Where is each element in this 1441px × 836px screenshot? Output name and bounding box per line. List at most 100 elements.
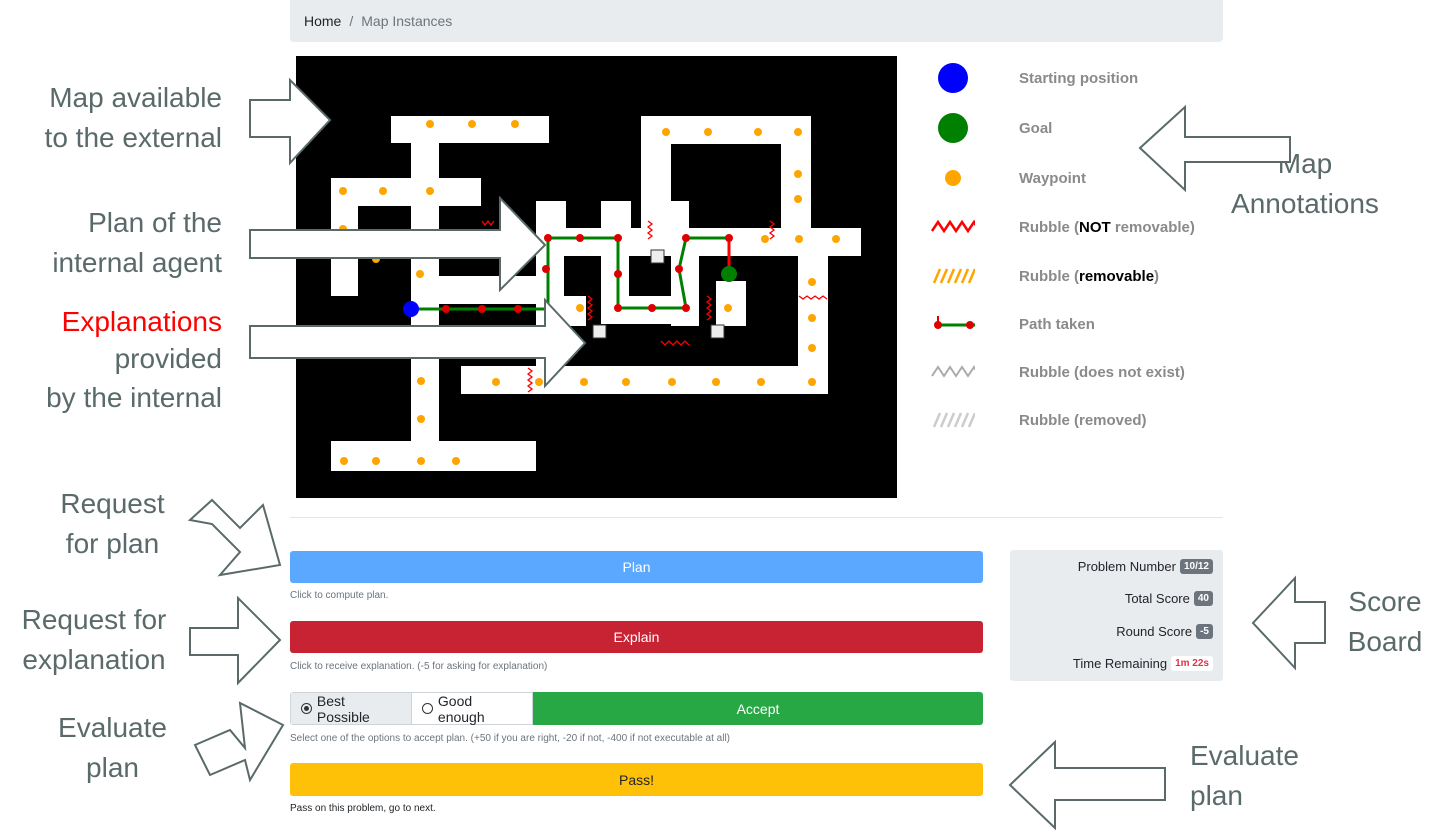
start-icon — [930, 58, 975, 98]
legend-waypoint-label: Waypoint — [1019, 169, 1086, 187]
rubble-not-removable-icon — [930, 207, 975, 247]
annotation-score-board: Score Board — [1330, 582, 1440, 662]
score-problem-badge: 10/12 — [1179, 559, 1213, 574]
annotation-request-plan-line1: Request — [60, 488, 165, 519]
plan-quality-radio-group: Best Possible Good enough — [290, 692, 533, 725]
map-explanation-icons — [592, 249, 725, 339]
explain-button[interactable]: Explain — [290, 621, 983, 653]
score-round-label: Round Score — [1116, 624, 1193, 639]
annotation-plan-internal-line1: Plan of the — [88, 207, 222, 238]
score-total-badge: 40 — [1193, 591, 1213, 606]
annotation-explanations-line1: Explanations — [61, 306, 222, 337]
legend-starting-label: Starting position — [1019, 69, 1139, 87]
annotation-map-external-line2: to the external — [44, 122, 222, 153]
breadcrumb-home-link[interactable]: Home — [304, 13, 342, 29]
annotation-score-board-line2: Board — [1347, 626, 1423, 657]
legend-rubble-not-removable-label: Rubble (NOT removable) — [1019, 219, 1195, 236]
score-round-row: Round Score -5 — [1116, 624, 1213, 639]
path-icon — [930, 304, 975, 344]
legend-rubble-not-bold: NOT — [1079, 218, 1111, 236]
option-good-enough-label: Good enough — [437, 692, 485, 725]
breadcrumb-separator: / — [349, 13, 354, 29]
annotation-request-explanation: Request for explanation — [5, 600, 183, 680]
arrow-evaluate-left — [193, 701, 285, 783]
annotation-evaluate-right-line1: Evaluate — [1190, 740, 1299, 771]
legend-rubble-none: Rubble (does not exist) — [930, 352, 1185, 392]
annotation-map-annotations-line1: Map — [1277, 148, 1333, 179]
radio-best-possible[interactable] — [301, 703, 312, 714]
annotation-plan-internal-line2: internal agent — [52, 247, 222, 278]
map-start-marker — [403, 301, 419, 317]
annotation-explanations-line2: provided — [114, 343, 222, 374]
option-best-possible-label: Best Possible — [316, 692, 370, 725]
legend-rubble-rem-pre: Rubble ( — [1019, 267, 1079, 285]
accept-help-text: Select one of the options to accept plan… — [290, 733, 730, 744]
score-time-label: Time Remaining — [1072, 656, 1168, 671]
score-board: Problem Number 10/12 Total Score 40 Roun… — [1010, 550, 1223, 681]
legend-starting: Starting position — [930, 58, 1138, 98]
plan-button[interactable]: Plan — [290, 551, 983, 583]
annotation-evaluate-left: Evaluate plan — [30, 708, 195, 788]
waypoint-icon — [930, 158, 975, 198]
legend-rubble-rem-bold: removable — [1079, 267, 1155, 285]
score-problem-row: Problem Number 10/12 — [1078, 559, 1213, 574]
score-problem-label: Problem Number — [1077, 559, 1176, 574]
annotation-map-external-line1: Map available — [49, 82, 222, 113]
legend-goal: Goal — [930, 108, 1052, 148]
arrow-evaluate-right — [1008, 739, 1166, 831]
pass-help-text: Pass on this problem, go to next. — [290, 803, 436, 814]
legend-waypoint: Waypoint — [930, 158, 1086, 198]
legend-path: Path taken — [930, 304, 1095, 344]
legend-rubble-removable-label: Rubble (removable) — [1019, 268, 1159, 285]
legend-rubble-not-removable: Rubble (NOT removable) — [930, 207, 1195, 247]
annotation-request-plan: Request for plan — [30, 484, 195, 564]
annotation-evaluate-right-line2: plan — [1190, 780, 1243, 811]
annotation-request-plan-line2: for plan — [65, 528, 160, 559]
annotation-explanations: Explanations provided by the internal — [10, 302, 222, 420]
rubble-removed-icon — [930, 400, 975, 440]
annotation-map-external: Map available to the external — [10, 78, 222, 158]
breadcrumb-current: Map Instances — [361, 13, 453, 29]
legend-rubble-not-pre: Rubble ( — [1019, 218, 1079, 236]
arrow-request-explanation — [189, 595, 282, 686]
legend-rubble-removed: Rubble (removed) — [930, 400, 1147, 440]
annotation-map-annotations: Map Annotations — [1210, 144, 1400, 224]
annotation-score-board-line1: Score — [1348, 586, 1422, 617]
annotation-evaluate-left-line2: plan — [86, 752, 139, 783]
arrow-request-plan — [187, 498, 282, 577]
score-time-badge: 1m 22s — [1171, 656, 1213, 671]
arrow-score-board — [1251, 575, 1326, 671]
goal-icon — [930, 108, 975, 148]
annotation-explanations-line3: by the internal — [46, 382, 222, 413]
option-best-possible[interactable]: Best Possible — [291, 692, 411, 725]
legend-goal-label: Goal — [1019, 119, 1053, 137]
legend-rubble-none-label: Rubble (does not exist) — [1019, 363, 1185, 381]
score-time-row: Time Remaining 1m 22s — [1073, 656, 1213, 671]
pass-button[interactable]: Pass! — [290, 763, 983, 796]
map-goal-marker — [721, 266, 737, 282]
legend-path-label: Path taken — [1019, 315, 1095, 333]
rubble-none-icon — [930, 352, 975, 392]
legend-rubble-rem-post: ) — [1154, 267, 1160, 285]
breadcrumb: Home / Map Instances — [290, 0, 1223, 42]
plan-help-text: Click to compute plan. — [290, 590, 389, 601]
annotation-plan-internal: Plan of the internal agent — [10, 203, 222, 283]
accept-button[interactable]: Accept — [533, 692, 983, 725]
rubble-removable-icon — [930, 256, 975, 296]
score-total-label: Total Score — [1124, 591, 1190, 606]
legend-rubble-removable: Rubble (removable) — [930, 256, 1159, 296]
map-canvas — [296, 56, 897, 498]
legend-rubble-removed-label: Rubble (removed) — [1019, 411, 1147, 429]
radio-good-enough[interactable] — [421, 703, 433, 714]
section-divider — [290, 517, 1223, 518]
explain-help-text: Click to receive explanation. (-5 for as… — [290, 661, 548, 672]
score-round-badge: -5 — [1196, 624, 1213, 639]
annotation-evaluate-left-line1: Evaluate — [58, 712, 167, 743]
option-good-enough[interactable]: Good enough — [410, 692, 532, 725]
score-total-row: Total Score 40 — [1125, 591, 1213, 606]
annotation-evaluate-right: Evaluate plan — [1190, 736, 1330, 816]
legend-rubble-not-post: removable) — [1110, 218, 1195, 236]
annotation-map-annotations-line2: Annotations — [1231, 188, 1379, 219]
annotation-request-explanation-line2: explanation — [22, 644, 166, 675]
annotation-request-explanation-line1: Request for — [21, 604, 167, 635]
